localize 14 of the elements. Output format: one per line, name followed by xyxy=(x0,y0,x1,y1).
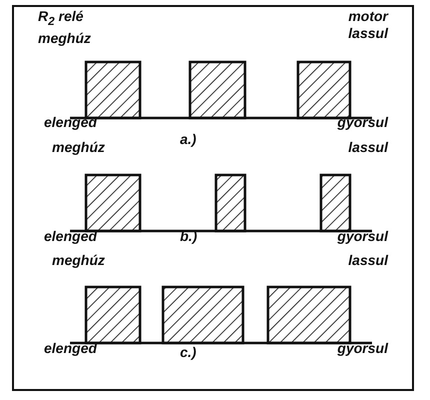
state-label: gyorsul xyxy=(336,228,388,245)
state-label: elenged xyxy=(44,340,97,357)
panel-label: a.) xyxy=(180,131,196,148)
state-label: elenged xyxy=(44,114,97,131)
state-label: elenged xyxy=(44,228,97,245)
state-label: meghúz xyxy=(52,139,105,156)
state-label: meghúz xyxy=(52,252,105,269)
state-label: gyorsul xyxy=(336,114,388,131)
state-label: motor lassul xyxy=(347,8,388,42)
state-label: gyorsul xyxy=(336,340,388,357)
state-label: R$_{2}$ relé meghúz xyxy=(38,8,92,47)
panel-label: c.) xyxy=(180,344,196,361)
state-label: lassul xyxy=(347,139,388,156)
state-label: lassul xyxy=(347,252,388,269)
